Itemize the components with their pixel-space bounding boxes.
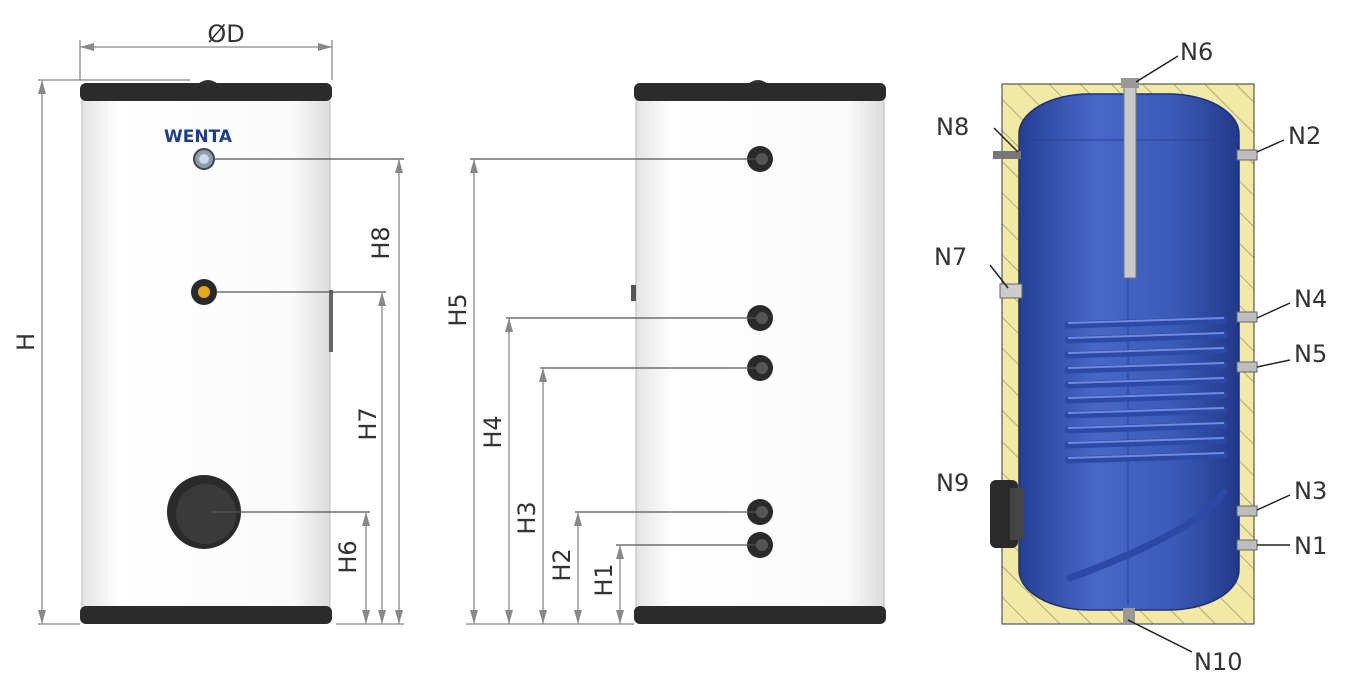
h4-label: H4 <box>479 415 507 448</box>
heating-coil-highlight <box>1067 317 1225 459</box>
n3-leader <box>1256 494 1291 511</box>
n5-leader <box>1256 359 1291 368</box>
bottom-drain <box>1123 608 1135 624</box>
n1-label: N1 <box>1294 532 1327 560</box>
top-outlet <box>1121 78 1139 88</box>
height-label: H <box>12 333 40 351</box>
arrow-icon <box>505 610 513 624</box>
top-cap <box>80 83 332 101</box>
section-view: N6 N2 N4 N5 N3 N1 N8 N7 N9 N10 <box>934 38 1327 676</box>
thermostat-knob <box>198 286 210 298</box>
h1-label: H1 <box>590 563 618 596</box>
thermometer-face <box>199 154 209 164</box>
n10-label: N10 <box>1194 648 1243 676</box>
sensor-sleeve <box>1123 81 1137 279</box>
arrow-icon <box>378 610 386 624</box>
nozzle-n2 <box>1236 149 1258 161</box>
arrow-icon <box>470 610 478 624</box>
h7-label: H7 <box>354 407 382 440</box>
diameter-label: ØD <box>207 20 244 48</box>
fitting-n7 <box>999 283 1023 299</box>
nozzle-n5 <box>1236 361 1258 373</box>
arrow-icon <box>362 610 370 624</box>
side-connector <box>631 285 636 301</box>
arrow-icon <box>539 368 547 382</box>
n2-leader <box>1256 139 1285 153</box>
arrow-icon <box>395 610 403 624</box>
arrow-icon <box>616 610 624 624</box>
arrow-icon <box>395 159 403 173</box>
nozzle-n4 <box>1236 311 1258 323</box>
arrow-icon <box>539 610 547 624</box>
arrow-icon <box>38 610 46 624</box>
arrow-icon <box>378 292 386 306</box>
heating-coil <box>1064 316 1228 582</box>
flange-inner <box>176 484 236 544</box>
n5-label: N5 <box>1294 340 1327 368</box>
h5-label: H5 <box>444 293 472 326</box>
nozzle-n1 <box>1236 539 1258 551</box>
h2-label: H2 <box>548 548 576 581</box>
arrow-icon <box>318 43 332 51</box>
h3-label: H3 <box>513 501 541 534</box>
n3-label: N3 <box>1294 477 1327 505</box>
n4-leader <box>1256 302 1291 319</box>
arrow-icon <box>38 80 46 94</box>
front-view: ØD H WENTA H6 <box>12 20 404 625</box>
arrow-icon <box>574 610 582 624</box>
arrow-icon <box>574 512 582 526</box>
n4-label: N4 <box>1294 285 1327 313</box>
side-connector <box>329 290 333 352</box>
h8-label: H8 <box>367 226 395 259</box>
n2-label: N2 <box>1288 122 1321 150</box>
arrow-icon <box>470 159 478 173</box>
arrow-icon <box>362 512 370 526</box>
n6-label: N6 <box>1180 38 1213 66</box>
n6-leader <box>1135 55 1179 83</box>
side-view: H5 H4 H3 H2 H1 <box>444 80 886 625</box>
n7-leader <box>989 264 1009 289</box>
n8-label: N8 <box>936 113 969 141</box>
fitting-n8 <box>993 151 1021 159</box>
bottom-cap <box>634 606 886 624</box>
nozzle-n3 <box>1236 505 1258 517</box>
n9-label: N9 <box>936 469 969 497</box>
h6-label: H6 <box>334 540 362 573</box>
wenta-logo: WENTA <box>164 127 233 147</box>
arrow-icon <box>80 43 94 51</box>
n10-leader <box>1127 619 1193 653</box>
n7-label: N7 <box>934 243 967 271</box>
flange-n9-body <box>1010 488 1024 540</box>
arrow-icon <box>505 318 513 332</box>
arrow-icon <box>616 545 624 559</box>
n8-leader <box>993 127 1019 153</box>
bottom-cap <box>80 606 332 624</box>
top-cap <box>634 83 886 101</box>
